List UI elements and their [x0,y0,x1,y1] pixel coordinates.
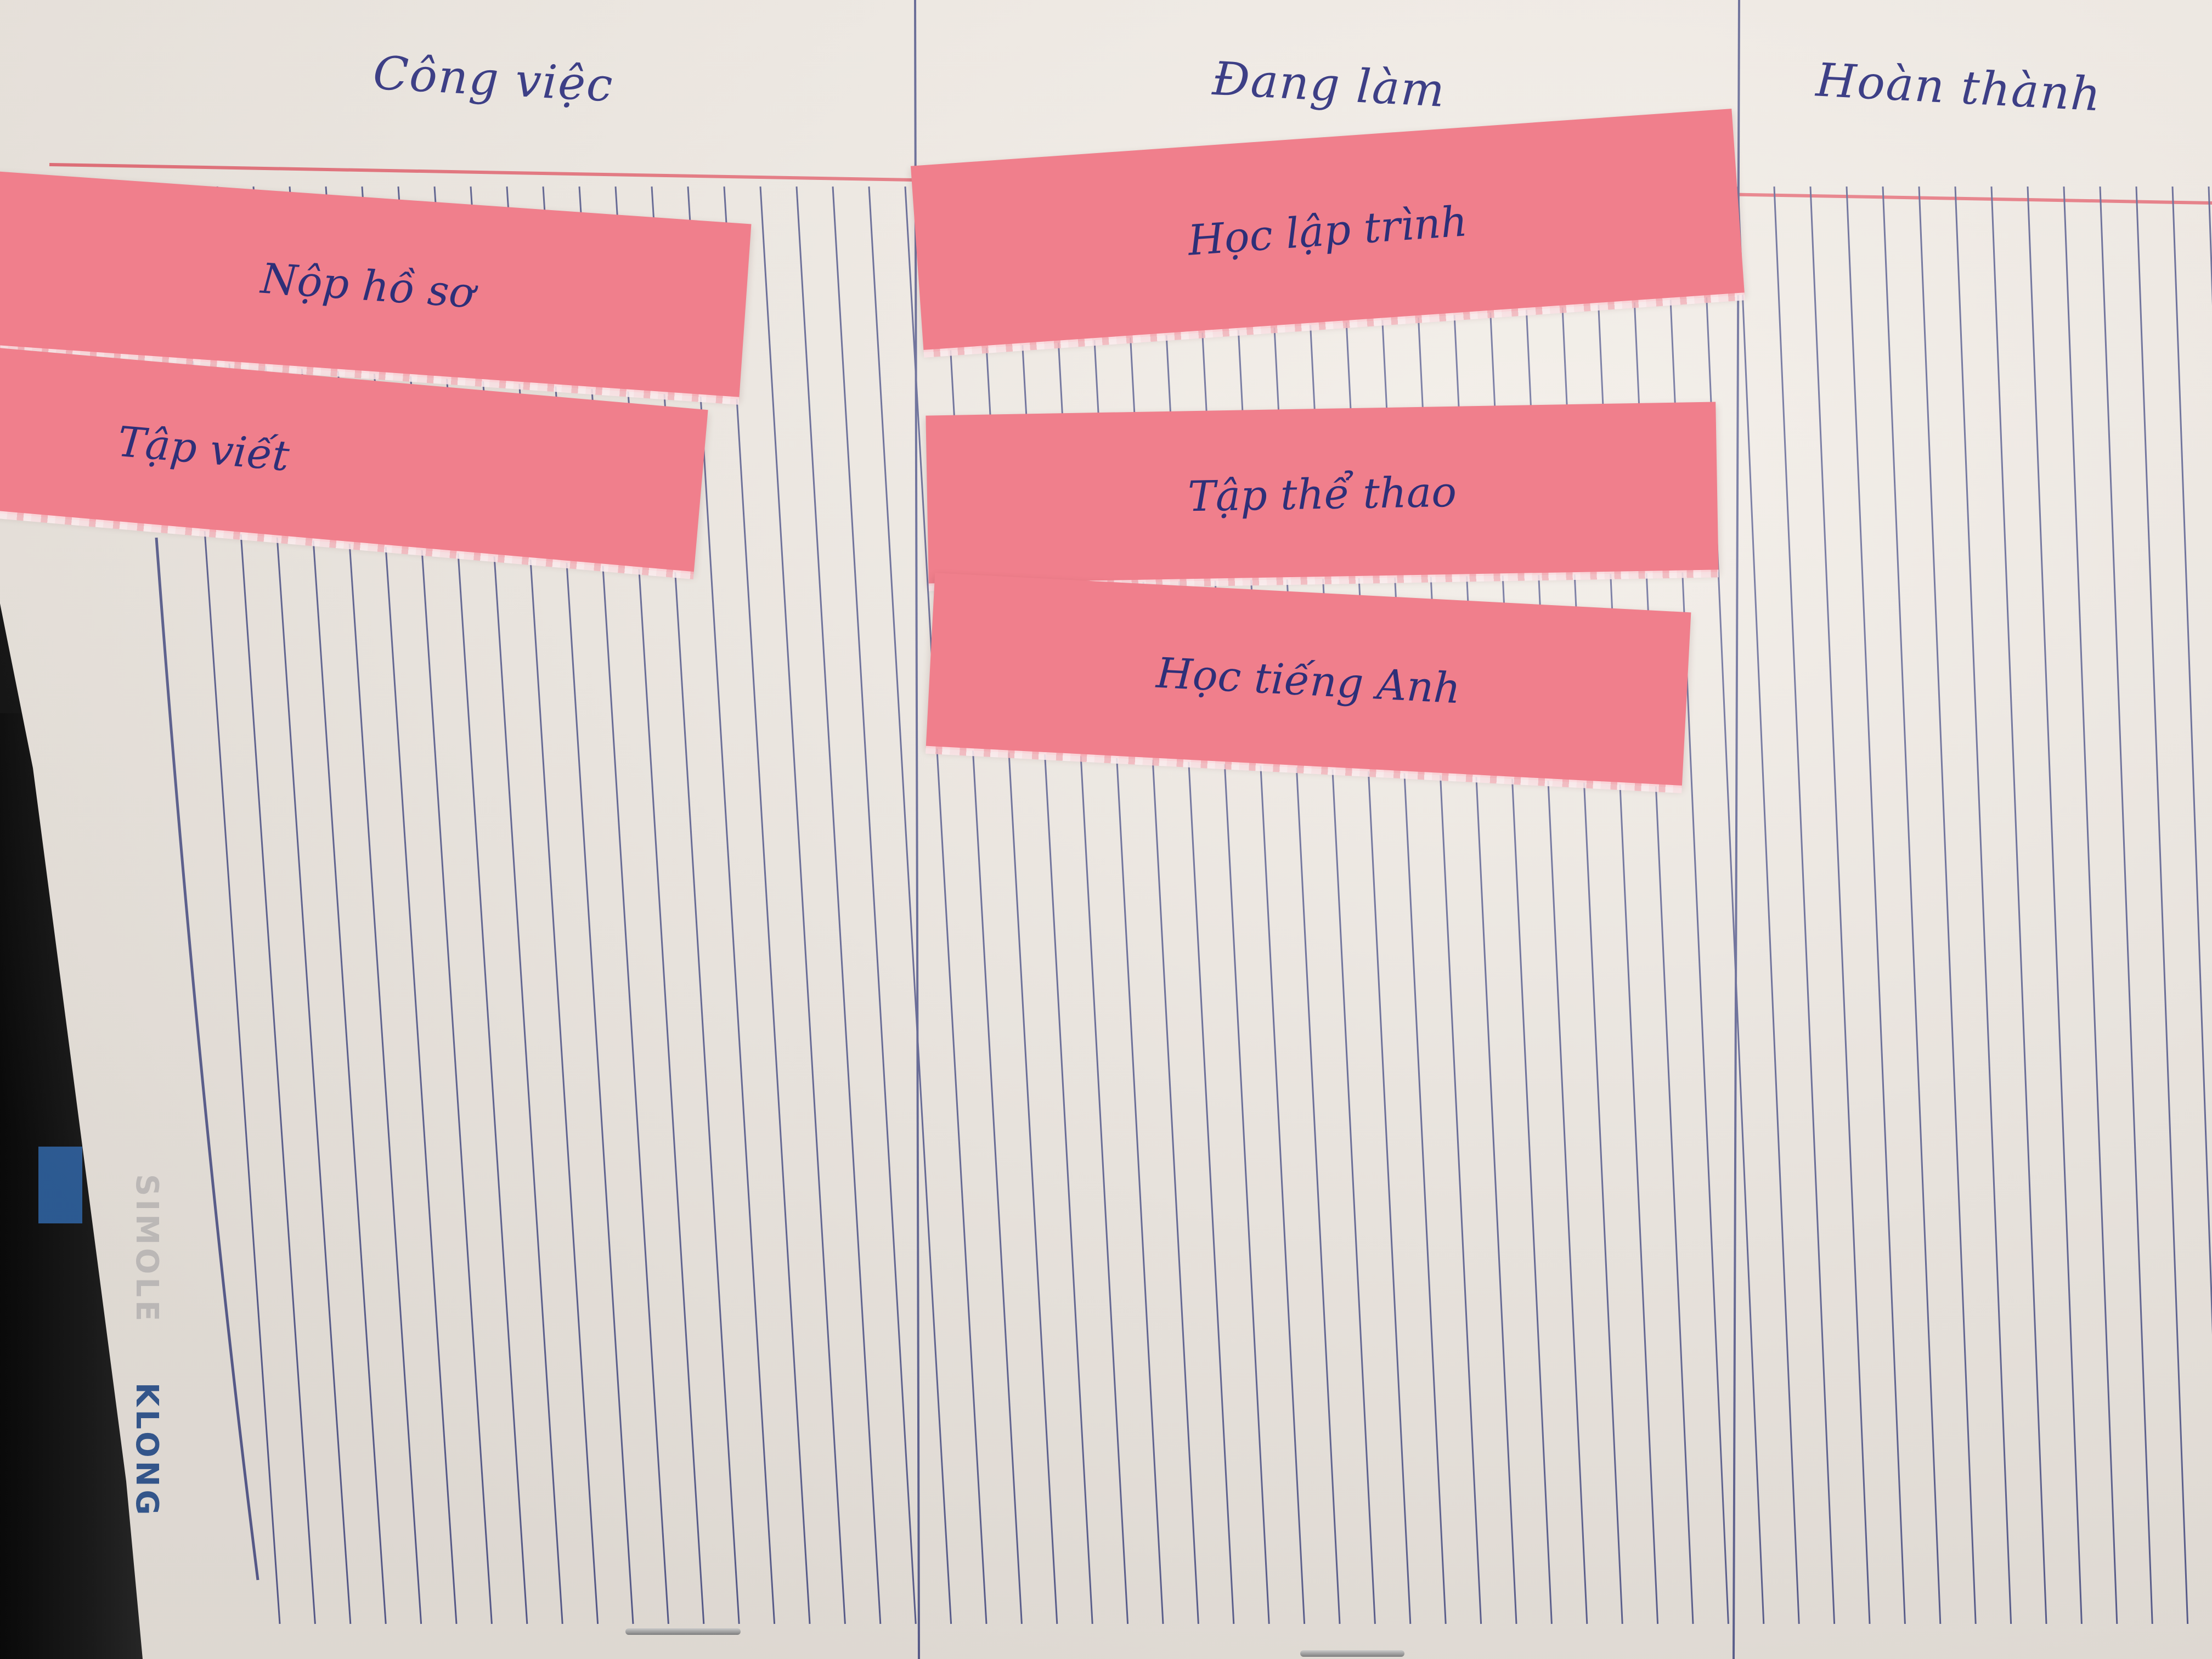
task-card-label: Nộp hồ sơ [259,253,476,317]
ruled-line [795,186,882,1624]
ruled-line [2063,186,2118,1624]
ruled-line [977,186,1058,1624]
staple [625,1628,741,1635]
ruled-line [723,186,811,1624]
ruled-line [1447,186,1517,1624]
staple [1300,1650,1404,1657]
ruled-line [614,186,705,1624]
blue-object [38,1147,82,1223]
ruled-line [1411,186,1482,1624]
task-card-label: Học lập trình [1186,196,1469,265]
ruled-line [1773,186,1836,1624]
ruled-line [1194,186,1270,1624]
ruled-line [2027,186,2083,1624]
ruled-line [868,186,952,1624]
ruled-line [1954,186,2012,1624]
ruled-line [1918,186,1977,1624]
ruled-line [1483,186,1553,1624]
ruled-line [1520,186,1588,1624]
ruled-line [1882,186,1942,1624]
task-card-doing-2[interactable]: Tập thể thao [926,402,1719,586]
ruled-line [1592,186,1659,1624]
ruled-line [1737,186,1800,1624]
task-card-label: Học tiếng Anh [1155,648,1462,713]
column-divider-line [914,0,920,1659]
ruled-line [1230,186,1306,1624]
ruled-line [1339,186,1412,1624]
ruled-line [1049,186,1129,1624]
ruled-line [940,186,1023,1624]
ruled-line [1302,186,1376,1624]
ruled-line [1013,186,1093,1624]
ruled-line [1158,186,1235,1624]
ruled-line [759,186,846,1624]
margin-line [155,537,259,1581]
ruled-line [1085,186,1164,1624]
task-card-label: Tập viết [116,416,291,481]
ruled-line [2208,186,2212,306]
ruled-line [832,186,917,1624]
ruled-line [904,186,988,1624]
ruled-line [1809,186,1871,1624]
ruled-line [1266,186,1341,1624]
brand-mark: KLONG [129,1383,165,1519]
ruled-line [2099,186,2153,1624]
ruled-line [1846,186,1906,1624]
ruled-line [1375,186,1447,1624]
ruled-line [1556,186,1623,1624]
ruled-line [2171,186,2212,1335]
ruled-line [2135,186,2189,1624]
brand-mark-faint: SIMOLE [129,1174,165,1325]
ruled-line [1121,186,1199,1624]
ruled-line [1990,186,2047,1624]
task-card-label: Tập thể thao [1187,467,1457,521]
